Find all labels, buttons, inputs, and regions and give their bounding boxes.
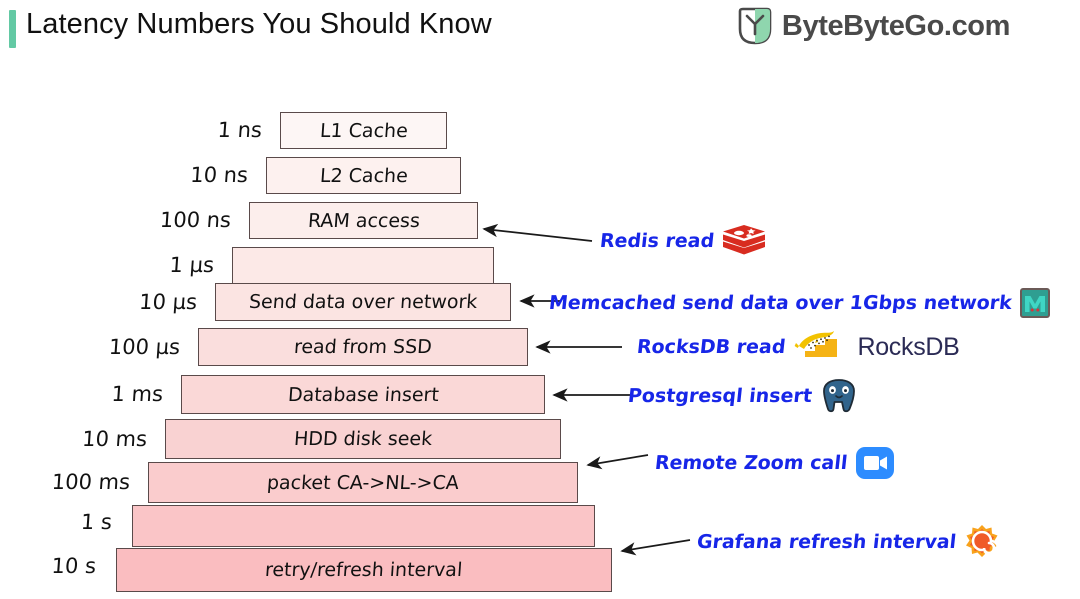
latency-label: 1 s [80, 510, 113, 534]
annotation-label: RocksDB read [635, 336, 787, 358]
annotation-label: Redis read [598, 230, 716, 252]
annotation-label: Postgresql insert [626, 385, 814, 407]
zoom-logo-icon [856, 447, 895, 479]
step-label: L2 Cache [318, 164, 409, 187]
bytebytego-logo: ByteByteGo.com [737, 7, 1010, 45]
annotation-label: Grafana refresh interval [695, 531, 958, 553]
pyramid-step [232, 247, 494, 284]
annotation-postgresql: Postgresql insert [626, 378, 858, 414]
step-label: Send data over network [248, 291, 478, 313]
pyramid-step [132, 505, 595, 547]
step-label: packet CA->NL->CA [266, 471, 460, 494]
pyramid-step: read from SSD [198, 328, 528, 366]
latency-label: 100 ns [159, 208, 232, 232]
memcached-logo-icon [1019, 288, 1050, 318]
title-accent-bar [9, 10, 16, 48]
step-label: read from SSD [293, 336, 433, 358]
latency-label: 1 ms [110, 382, 164, 406]
rocksdb-logo-icon [795, 331, 838, 357]
latency-label: 10 µs [138, 290, 198, 314]
annotation-label: Remote Zoom call [653, 452, 849, 474]
pyramid-step: retry/refresh interval [116, 548, 612, 592]
step-label: RAM access [306, 209, 421, 232]
redis-logo-icon [723, 225, 766, 255]
latency-label: 10 ns [189, 163, 249, 187]
bytebytego-logo-text: ByteByteGo.com [781, 9, 1010, 42]
annotation-grafana: Grafana refresh interval [695, 524, 1000, 560]
latency-label: 10 s [50, 554, 97, 578]
pyramid-step: HDD disk seek [165, 419, 561, 459]
pyramid-step: RAM access [249, 202, 478, 239]
step-label: Database insert [286, 383, 440, 406]
pyramid-step: Send data over network [215, 283, 511, 321]
step-label: HDD disk seek [293, 428, 433, 450]
annotation-redis: Redis read [598, 224, 766, 258]
postgresql-logo-icon [823, 379, 855, 413]
annotation-label: Memcached send data over 1Gbps network [547, 292, 1013, 314]
pyramid-step: L1 Cache [280, 112, 447, 149]
annotation-rocksdb: RocksDB read RocksDB [635, 329, 960, 365]
rocksdb-wordmark: RocksDB [857, 332, 960, 361]
pyramid-step: packet CA->NL->CA [148, 462, 578, 503]
pyramid-step: L2 Cache [266, 157, 461, 194]
grafana-logo-icon [966, 525, 1000, 557]
latency-label: 1 µs [168, 253, 215, 277]
step-label: L1 Cache [318, 119, 409, 142]
step-label: retry/refresh interval [264, 559, 464, 581]
page-title: Latency Numbers You Should Know [26, 8, 492, 40]
bytebytego-logo-icon [738, 7, 772, 45]
pyramid-step: Database insert [181, 375, 545, 414]
latency-label: 100 µs [108, 335, 181, 359]
annotation-zoom: Remote Zoom call [653, 446, 895, 480]
latency-label: 1 ns [216, 118, 263, 142]
latency-label: 100 ms [51, 470, 131, 494]
annotation-memcached: Memcached send data over 1Gbps network [547, 288, 1050, 318]
latency-label: 10 ms [81, 427, 148, 451]
